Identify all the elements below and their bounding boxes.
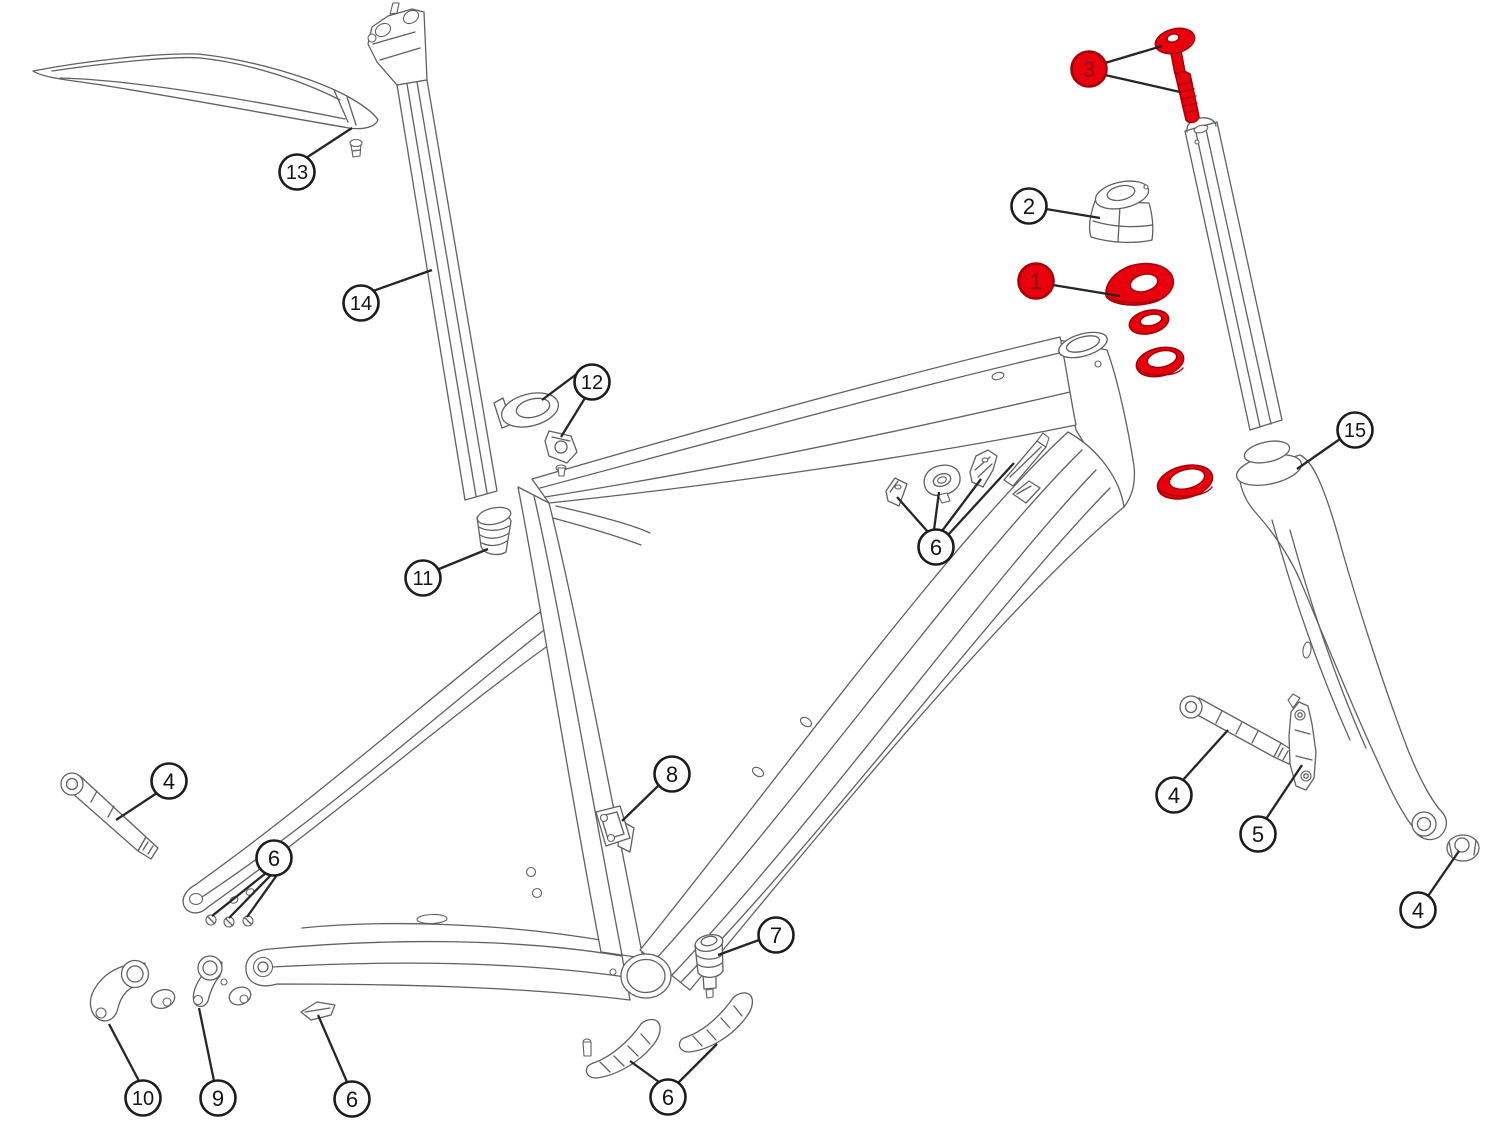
callout-number-4: 4 bbox=[163, 769, 175, 794]
callout-6: 6 bbox=[316, 1014, 371, 1118]
callout-circle-8 bbox=[653, 755, 691, 793]
callout-number-6: 6 bbox=[662, 1085, 674, 1110]
callout-circle-12 bbox=[573, 363, 611, 401]
headset-top-cap bbox=[1154, 27, 1196, 75]
callout-10: 10 bbox=[107, 1023, 162, 1117]
callout-15: 15 bbox=[1296, 411, 1374, 470]
callout-circle-6 bbox=[255, 839, 293, 877]
headset-bearing-lower bbox=[1156, 464, 1214, 500]
fork bbox=[1235, 440, 1448, 841]
callout-8: 8 bbox=[621, 755, 691, 822]
callout-12: 12 bbox=[541, 363, 611, 438]
callout-4: 4 bbox=[1399, 850, 1460, 929]
callout-number-2: 2 bbox=[1023, 194, 1035, 219]
callout-circle-4 bbox=[1399, 891, 1437, 929]
callout-6: 6 bbox=[896, 462, 1015, 566]
headset-compression-ring bbox=[1128, 309, 1170, 335]
axle-nut bbox=[1446, 834, 1480, 862]
callout-number-3: 3 bbox=[1083, 57, 1095, 82]
steerer-tube bbox=[1184, 117, 1283, 431]
bb-plug bbox=[694, 934, 724, 999]
saddle-clamp-screw bbox=[349, 138, 363, 158]
callout-number-13: 13 bbox=[286, 162, 308, 184]
chainstay-cover-small bbox=[300, 1001, 336, 1021]
callout-circle-10 bbox=[124, 1079, 162, 1117]
callout-circle-1 bbox=[1017, 262, 1055, 300]
callout-number-6: 6 bbox=[268, 846, 280, 871]
front-thru-axle bbox=[1179, 695, 1296, 765]
derailleur-hanger-9 bbox=[192, 955, 252, 1008]
callout-circle-2 bbox=[1010, 187, 1048, 225]
callout-13: 13 bbox=[278, 127, 353, 191]
brake-mount bbox=[1287, 693, 1317, 791]
callout-circle-6 bbox=[649, 1078, 687, 1116]
seatpost-wedge bbox=[544, 430, 578, 477]
callout-7: 7 bbox=[717, 916, 795, 957]
derailleur-hanger-10 bbox=[89, 959, 176, 1022]
chain-stay bbox=[245, 913, 631, 1001]
headset-bolt bbox=[1174, 71, 1200, 124]
saddle bbox=[32, 53, 379, 130]
callout-6: 6 bbox=[629, 1043, 718, 1116]
callout-circle-3 bbox=[1070, 50, 1108, 88]
callout-circle-15 bbox=[1336, 411, 1374, 449]
callout-circle-9 bbox=[199, 1079, 237, 1117]
callout-number-11: 11 bbox=[413, 568, 434, 590]
callout-number-8: 8 bbox=[666, 762, 678, 787]
callout-number-4: 4 bbox=[1168, 783, 1180, 808]
seatpost-clamp-cover bbox=[493, 392, 560, 429]
rear-thru-axle bbox=[60, 772, 159, 860]
callout-circle-14 bbox=[342, 284, 380, 322]
callout-number-6: 6 bbox=[930, 535, 942, 560]
headset-top-cover bbox=[1105, 262, 1175, 306]
callout-number-7: 7 bbox=[770, 923, 782, 948]
seatpost bbox=[367, 2, 498, 501]
headset-bearing-upper bbox=[1135, 346, 1185, 378]
callout-6: 6 bbox=[211, 839, 293, 919]
cable-grommets bbox=[885, 432, 1050, 507]
seat-stay bbox=[182, 611, 557, 914]
callout-9: 9 bbox=[197, 1007, 237, 1117]
callout-number-12: 12 bbox=[581, 372, 603, 394]
callout-circle-7 bbox=[757, 916, 795, 954]
callout-1: 1 bbox=[1017, 262, 1121, 300]
bottom-bracket bbox=[609, 953, 672, 999]
callout-circle-5 bbox=[1239, 815, 1277, 853]
callout-circle-13 bbox=[278, 153, 316, 191]
callout-number-9: 9 bbox=[212, 1086, 224, 1111]
callout-number-14: 14 bbox=[350, 293, 372, 315]
callout-circle-4 bbox=[1155, 776, 1193, 814]
callout-number-4: 4 bbox=[1412, 898, 1424, 923]
callout-number-10: 10 bbox=[132, 1088, 154, 1110]
callout-number-6: 6 bbox=[346, 1087, 358, 1112]
callout-circle-6 bbox=[333, 1080, 371, 1118]
callout-11: 11 bbox=[404, 547, 489, 597]
stem-cone-spacer bbox=[1088, 180, 1154, 244]
callout-circle-4 bbox=[150, 762, 188, 800]
callout-5: 5 bbox=[1239, 764, 1303, 853]
callout-4: 4 bbox=[1155, 729, 1229, 814]
callout-number-15: 15 bbox=[1344, 420, 1366, 442]
callouts-layer: 13 14 3 2 1 12 11 6 15 4 5 4 8 7 6 4 6 10 9 6 bbox=[107, 44, 1460, 1118]
seat-tube-plug bbox=[476, 506, 512, 556]
callout-3: 3 bbox=[1070, 44, 1181, 94]
callout-circle-11 bbox=[404, 559, 442, 597]
front-derailleur-mount bbox=[595, 805, 635, 853]
callout-14: 14 bbox=[342, 268, 433, 322]
callout-2: 2 bbox=[1010, 187, 1101, 225]
callout-number-1: 1 bbox=[1030, 269, 1042, 294]
frame-front-triangle bbox=[517, 331, 1136, 999]
callout-number-5: 5 bbox=[1252, 822, 1264, 847]
callout-4: 4 bbox=[115, 762, 188, 821]
chainstay-protectors bbox=[582, 992, 754, 1079]
callout-circle-6 bbox=[917, 528, 955, 566]
